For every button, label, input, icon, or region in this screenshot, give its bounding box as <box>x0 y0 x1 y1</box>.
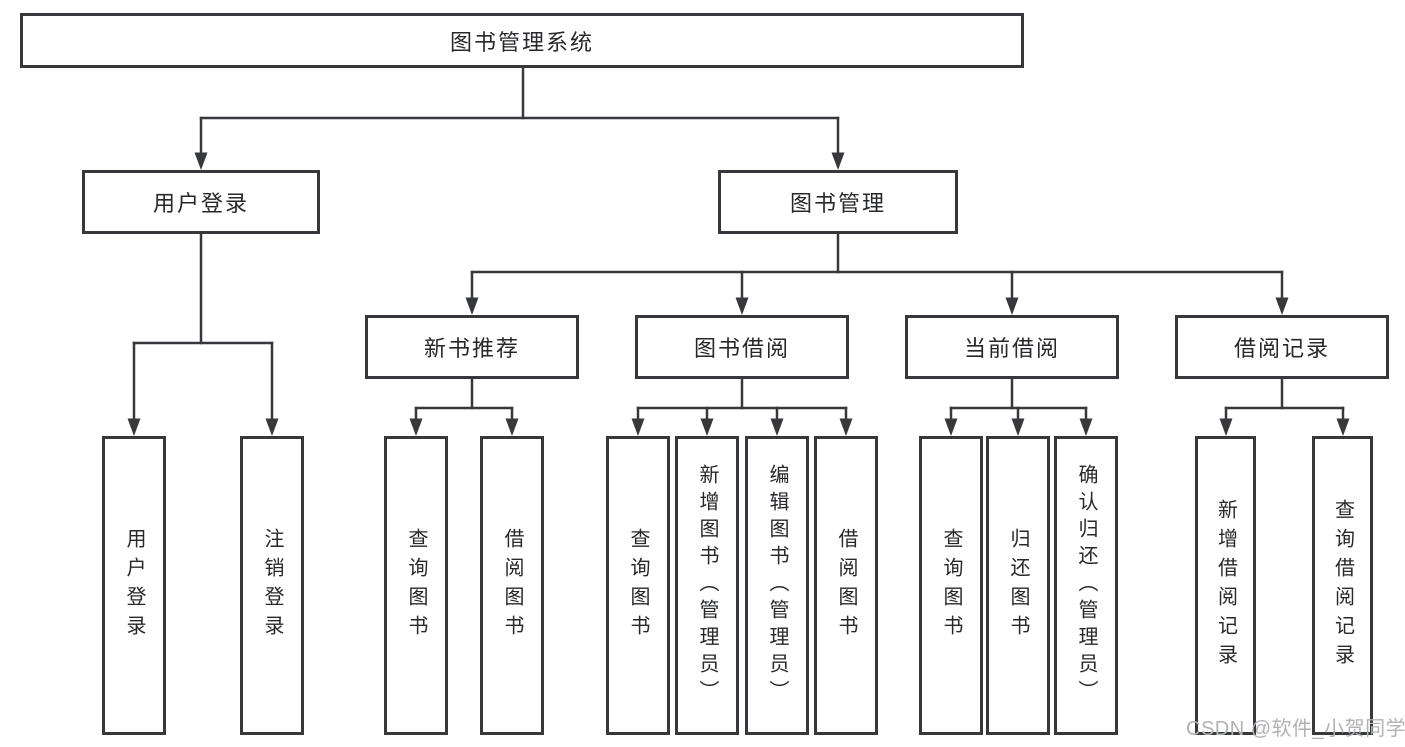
node-new-book-recommend-label: 新书推荐 <box>423 336 520 361</box>
arrowhead <box>127 418 141 436</box>
node-bb-query-book-label: 查询图书 <box>627 527 649 644</box>
node-root: 图书管理系统 <box>20 13 1024 68</box>
node-br-add-record-label: 新增借阅记录 <box>1214 498 1237 673</box>
watermark: CSDN @软件_小贺同学 <box>1186 712 1405 741</box>
watermark-text: CSDN @软件_小贺同学 <box>1186 718 1405 740</box>
node-cb-return-book-label: 归还图书 <box>1007 527 1029 644</box>
arrowhead <box>1005 297 1019 315</box>
node-user-login-label: 用户登录 <box>152 191 249 216</box>
connector-borrow-record-to-children <box>1219 377 1350 436</box>
arrowhead <box>505 418 519 436</box>
node-logout-leaf: 注销登录 <box>240 436 304 735</box>
node-cb-confirm-return-admin-label: 确认归还（管理员） <box>1075 464 1097 707</box>
node-nbr-borrow-book: 借阅图书 <box>480 436 544 735</box>
arrowhead <box>465 297 479 315</box>
node-user-login-leaf-label: 用户登录 <box>123 527 145 644</box>
node-bb-edit-book-admin-label: 编辑图书（管理员） <box>766 464 788 707</box>
node-cb-confirm-return-admin: 确认归还（管理员） <box>1054 436 1118 735</box>
connector-root-to-level2 <box>194 66 845 170</box>
node-bb-edit-book-admin: 编辑图书（管理员） <box>745 436 809 735</box>
node-book-management-label: 图书管理 <box>789 191 886 216</box>
node-nbr-query-book: 查询图书 <box>384 436 448 735</box>
arrowhead <box>700 418 714 436</box>
node-user-login-leaf: 用户登录 <box>102 436 166 735</box>
node-bb-borrow-book-label: 借阅图书 <box>835 527 857 644</box>
arrowhead <box>1219 418 1233 436</box>
node-br-query-record: 查询借阅记录 <box>1312 436 1373 735</box>
arrowhead <box>1275 297 1289 315</box>
node-borrow-record: 借阅记录 <box>1175 315 1389 379</box>
arrowhead <box>839 418 853 436</box>
arrowhead <box>631 418 645 436</box>
node-bb-query-book: 查询图书 <box>606 436 670 735</box>
node-current-borrow: 当前借阅 <box>905 315 1119 379</box>
node-bb-borrow-book: 借阅图书 <box>814 436 878 735</box>
node-book-management: 图书管理 <box>718 170 958 234</box>
node-new-book-recommend: 新书推荐 <box>365 315 579 379</box>
connector-user-login-to-children <box>127 232 279 436</box>
node-cb-query-book-label: 查询图书 <box>940 527 962 644</box>
node-logout-leaf-label: 注销登录 <box>261 527 283 644</box>
node-br-query-record-label: 查询借阅记录 <box>1331 498 1354 673</box>
node-borrow-record-label: 借阅记录 <box>1233 336 1330 361</box>
node-br-add-record: 新增借阅记录 <box>1195 436 1256 735</box>
node-book-borrow-label: 图书借阅 <box>693 336 790 361</box>
connector-new-book-recommend-to-children <box>409 377 519 436</box>
node-nbr-borrow-book-label: 借阅图书 <box>501 527 523 644</box>
arrowhead <box>831 152 845 170</box>
connector-current-borrow-to-children <box>944 377 1093 436</box>
node-book-borrow: 图书借阅 <box>635 315 849 379</box>
arrowhead <box>1336 418 1350 436</box>
node-root-label: 图书管理系统 <box>449 29 594 55</box>
arrowhead <box>1011 418 1025 436</box>
arrowhead <box>944 418 958 436</box>
node-user-login: 用户登录 <box>82 170 320 234</box>
arrowhead <box>735 297 749 315</box>
node-nbr-query-book-label: 查询图书 <box>405 527 427 644</box>
arrowhead <box>1079 418 1093 436</box>
arrowhead <box>194 152 208 170</box>
arrowhead <box>265 418 279 436</box>
node-bb-add-book-admin-label: 新增图书（管理员） <box>696 464 718 707</box>
node-bb-add-book-admin: 新增图书（管理员） <box>675 436 739 735</box>
node-cb-query-book: 查询图书 <box>919 436 983 735</box>
node-current-borrow-label: 当前借阅 <box>963 336 1060 361</box>
connector-book-management-to-sections <box>465 232 1289 315</box>
node-cb-return-book: 归还图书 <box>986 436 1050 735</box>
connector-book-borrow-to-children <box>631 377 853 436</box>
arrowhead <box>770 418 784 436</box>
arrowhead <box>409 418 423 436</box>
